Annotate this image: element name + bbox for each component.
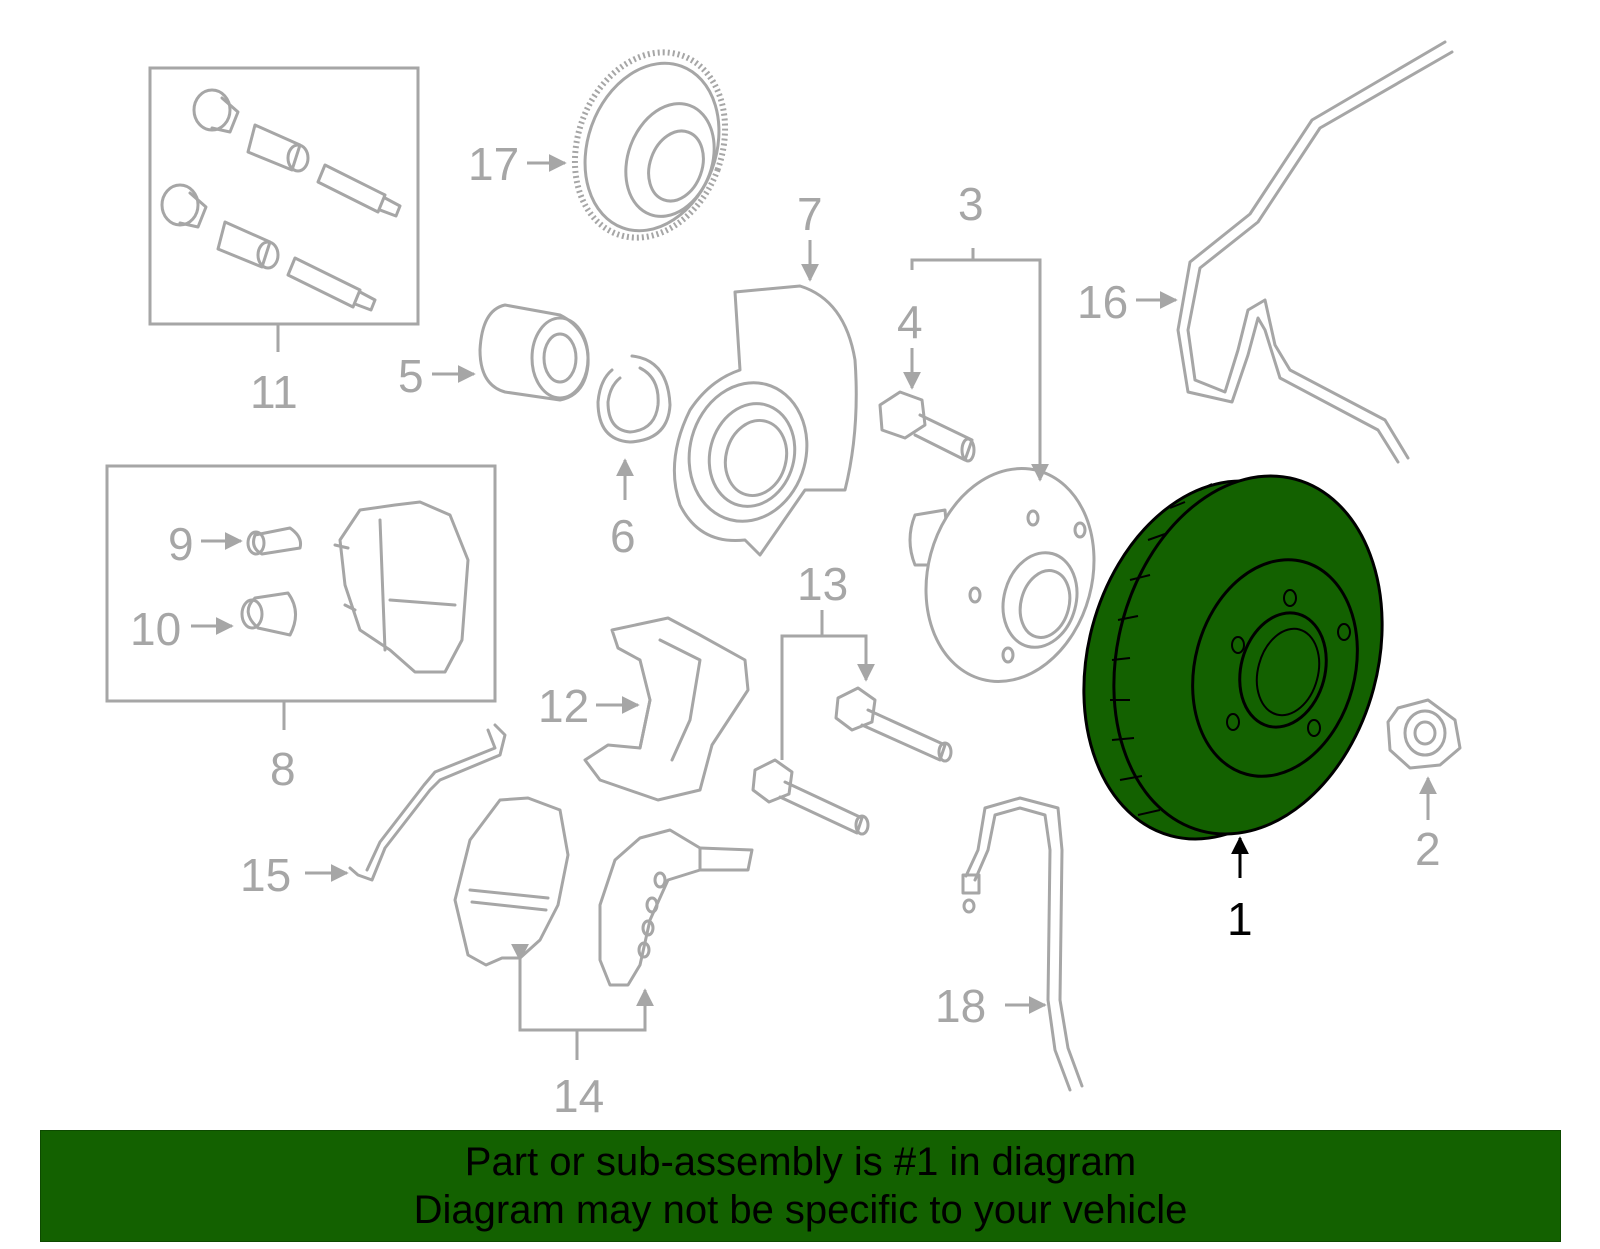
callout-16: 16 — [1077, 276, 1128, 328]
callout-14: 14 — [553, 1070, 604, 1120]
info-banner: Part or sub-assembly is #1 in diagram Di… — [40, 1130, 1561, 1242]
part-18-brake-hose[interactable]: 18 — [935, 796, 1084, 1092]
part-1-brake-rotor[interactable]: 1 — [1045, 446, 1420, 945]
callout-1: 1 — [1227, 893, 1253, 945]
callout-12: 12 — [538, 680, 589, 732]
callout-17: 17 — [468, 138, 519, 190]
callout-7: 7 — [797, 188, 823, 240]
part-2-lug-nut[interactable]: 2 — [1386, 698, 1462, 875]
callout-8: 8 — [270, 743, 296, 795]
callout-3: 3 — [958, 178, 984, 230]
part-8-caliper-assembly[interactable]: 9 10 8 — [105, 464, 497, 795]
part-7-splash-shield[interactable]: 7 — [672, 188, 858, 557]
callout-9: 9 — [168, 518, 194, 570]
parts-diagram: 11 17 7 5 6 4 — [105, 31, 1462, 1120]
part-13-caliper-bolts[interactable]: 13 — [751, 558, 953, 836]
callout-6: 6 — [610, 510, 636, 562]
banner-line-1: Part or sub-assembly is #1 in diagram — [464, 1140, 1137, 1184]
part-12-caliper-bracket[interactable]: 12 — [538, 616, 750, 802]
callout-15: 15 — [240, 849, 291, 901]
part-14-brake-pads[interactable]: 14 — [453, 796, 754, 1120]
callout-18: 18 — [935, 980, 986, 1032]
part-11-guide-pin-kit[interactable]: 11 — [148, 66, 420, 418]
part-3-hub[interactable]: 3 — [903, 178, 1117, 701]
part-4-bolt[interactable]: 4 — [878, 296, 976, 463]
part-16-brake-hose[interactable]: 16 — [1077, 40, 1454, 464]
callout-4: 4 — [897, 296, 923, 348]
callout-11: 11 — [250, 366, 298, 418]
callout-13: 13 — [797, 558, 848, 610]
callout-2: 2 — [1415, 823, 1441, 875]
callout-10: 10 — [130, 603, 181, 655]
part-17-tone-ring[interactable]: 17 — [468, 31, 750, 259]
banner-line-2: Diagram may not be specific to your vehi… — [413, 1188, 1188, 1232]
callout-5: 5 — [398, 350, 424, 402]
part-6-snap-ring[interactable]: 6 — [596, 354, 672, 562]
part-5-wheel-bearing[interactable]: 5 — [398, 303, 590, 402]
part-15-wear-clip[interactable]: 15 — [240, 723, 507, 901]
